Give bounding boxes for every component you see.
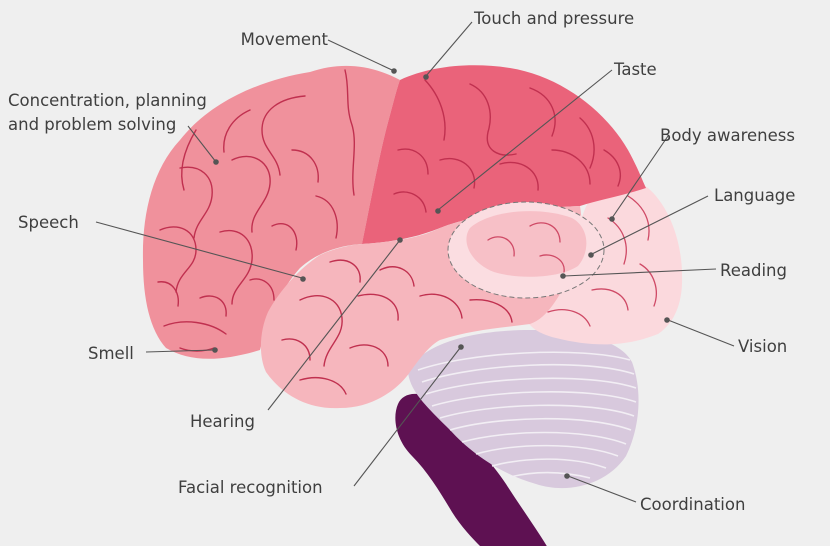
- label-concentration-line1: Concentration, planning: [8, 91, 207, 110]
- label-coordination: Coordination: [640, 495, 745, 514]
- label-concentration-line2: and problem solving: [8, 115, 176, 134]
- label-speech: Speech: [18, 213, 79, 232]
- label-hearing: Hearing: [190, 412, 255, 431]
- label-vision: Vision: [738, 337, 787, 356]
- label-language: Language: [714, 186, 795, 205]
- label-taste: Taste: [613, 60, 657, 79]
- label-reading: Reading: [720, 261, 787, 280]
- label-movement: Movement: [241, 30, 329, 49]
- label-touch-and-pressure: Touch and pressure: [473, 9, 634, 28]
- label-facial-recognition: Facial recognition: [178, 478, 323, 497]
- label-body-awareness: Body awareness: [660, 126, 795, 145]
- language-area-inner: [466, 211, 586, 277]
- label-smell: Smell: [88, 344, 134, 363]
